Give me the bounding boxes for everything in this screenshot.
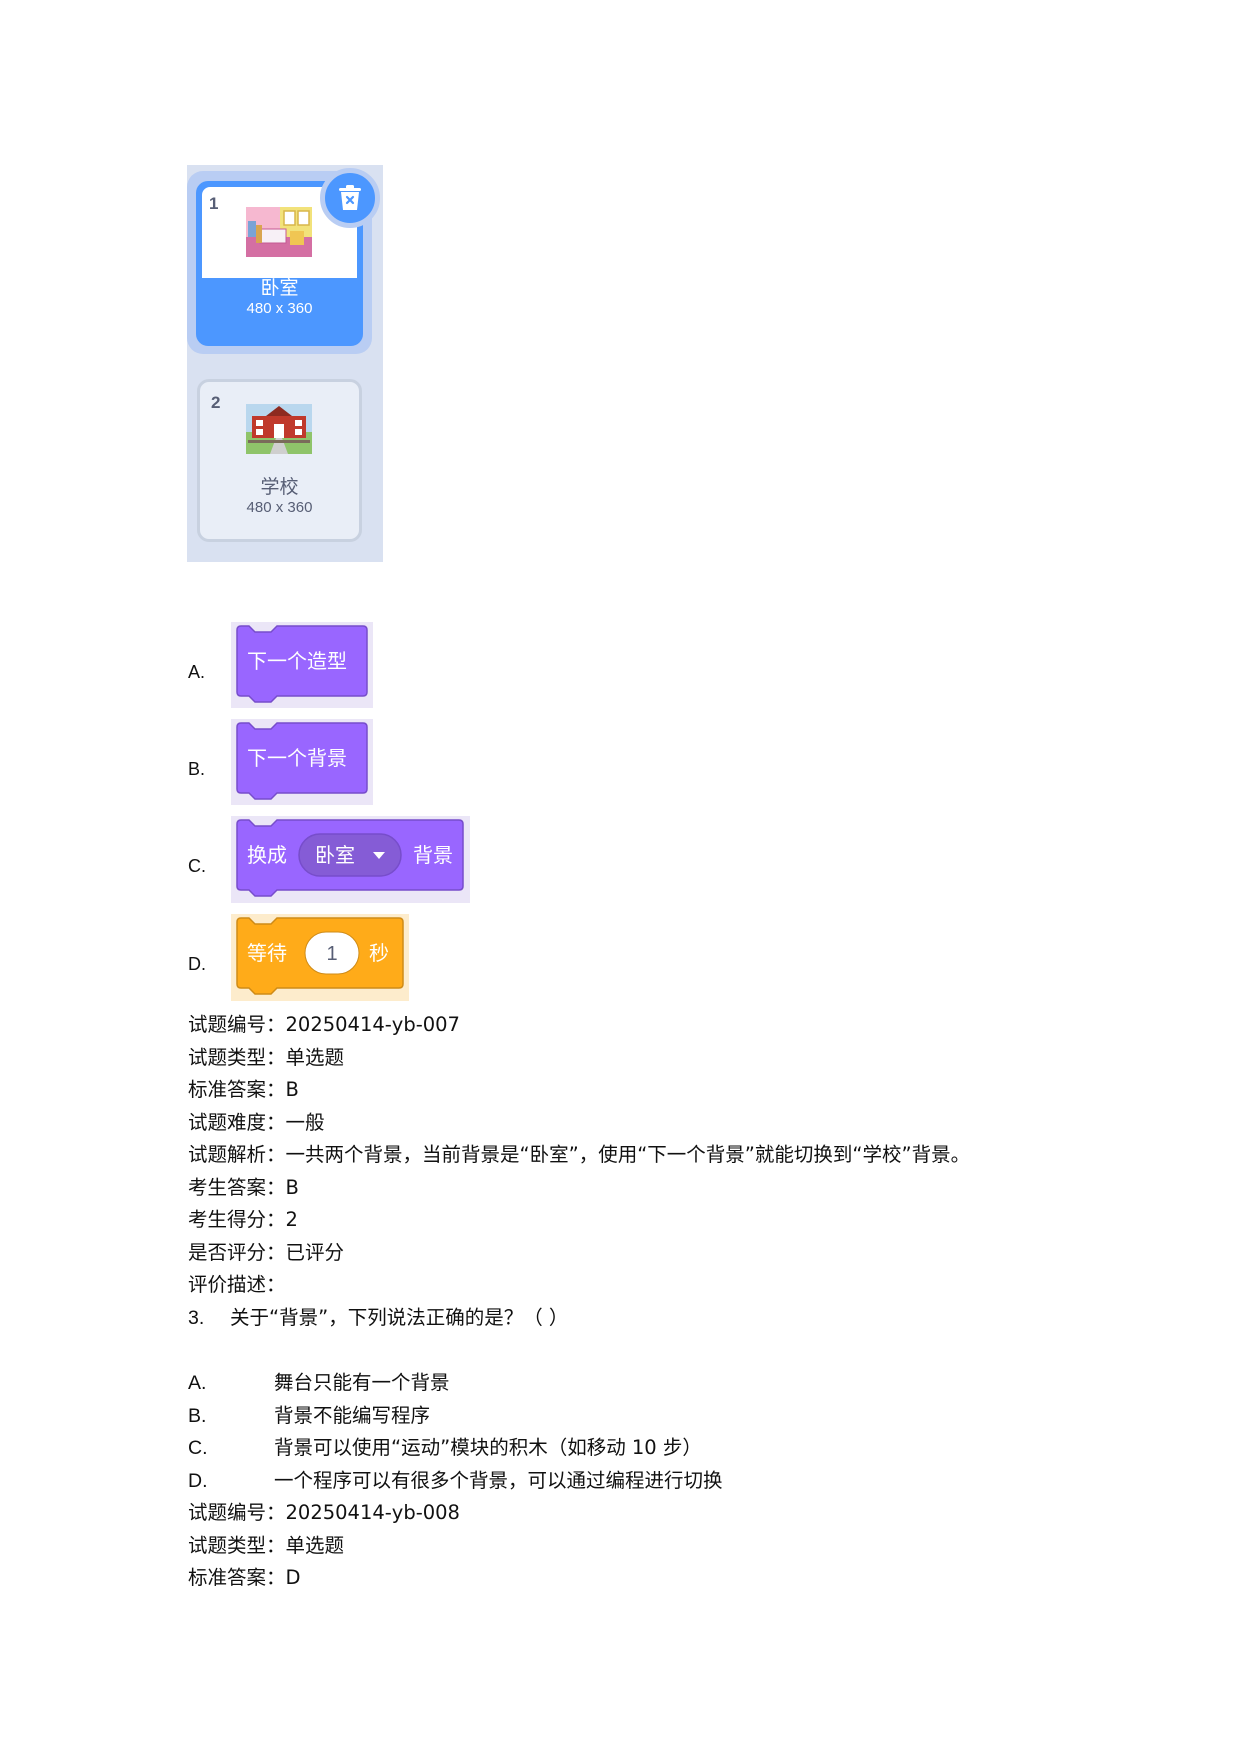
q2-meta-comment: 评价描述：: [188, 1273, 286, 1296]
option-a-letter: A.: [188, 662, 206, 682]
q2-meta-score: 考生得分：2: [188, 1208, 298, 1231]
option-letter: D.: [188, 1470, 208, 1492]
delete-backdrop-button[interactable]: [320, 168, 380, 228]
option-b-letter: B.: [188, 759, 206, 779]
q2-meta-analysis: 试题解析：一共两个背景，当前背景是“卧室”，使用“下一个背景”就能切换到“学校”…: [188, 1143, 971, 1166]
q3-text: 关于“背景”，下列说法正确的是？（ ）: [230, 1306, 569, 1329]
backdrop-name: 学校: [260, 476, 299, 498]
block-text: 下一个背景: [247, 746, 347, 770]
backdrop-name: 卧室: [260, 277, 299, 299]
block-prefix: 换成: [247, 843, 287, 867]
option-text: 背景可以使用“运动”模块的积木（如移动 10 步）: [274, 1436, 702, 1459]
q2-meta-graded: 是否评分：已评分: [188, 1241, 345, 1264]
option-d-letter: D.: [188, 954, 206, 974]
block-input-value: 1: [326, 943, 337, 965]
block-suffix: 秒: [369, 941, 389, 965]
backdrop-size: 480 x 360: [246, 300, 313, 317]
option-letter: C.: [188, 1437, 208, 1459]
q3-option-a: A. 舞台只能有一个背景: [188, 1371, 450, 1395]
trash-icon: [339, 185, 361, 210]
q3-option-d: D. 一个程序可以有很多个背景，可以通过编程进行切换: [188, 1469, 723, 1493]
q3-meta-answer: 标准答案：D: [188, 1566, 301, 1589]
q2-meta-id: 试题编号：20250414-yb-007: [188, 1013, 460, 1036]
q2-meta-answer: 标准答案：B: [188, 1078, 299, 1101]
option-a-block-image: 下一个造型: [231, 622, 373, 708]
q3-question: 3. 关于“背景”，下列说法正确的是？（ ）: [188, 1306, 568, 1330]
option-letter: A.: [188, 1372, 207, 1394]
option-text: 一个程序可以有很多个背景，可以通过编程进行切换: [274, 1469, 723, 1492]
option-letter: B.: [188, 1405, 207, 1427]
q2-meta-type: 试题类型：单选题: [188, 1046, 345, 1069]
backdrop-card-school[interactable]: 2 学校 480 x 360: [197, 379, 362, 542]
q2-meta-difficulty: 试题难度：一般: [188, 1111, 325, 1134]
q3-option-c: C. 背景可以使用“运动”模块的积木（如移动 10 步）: [188, 1436, 702, 1460]
backdrop-number: 2: [211, 393, 221, 412]
backdrop-size: 480 x 360: [246, 499, 313, 516]
option-c-letter: C.: [188, 856, 206, 876]
option-d-block-image: 等待 1 秒: [231, 914, 409, 1001]
dropdown-arrow-icon: [373, 852, 385, 859]
school-thumbnail-icon: [246, 404, 312, 454]
block-suffix: 背景: [413, 843, 453, 867]
q3-number: 3.: [188, 1307, 205, 1329]
block-prefix: 等待: [247, 941, 287, 965]
dropdown-value: 卧室: [315, 843, 355, 867]
block-text: 下一个造型: [247, 649, 347, 673]
backdrop-number: 1: [209, 194, 219, 213]
q3-meta-type: 试题类型：单选题: [188, 1534, 345, 1557]
option-c-block-image: 换成 卧室 背景: [231, 816, 470, 903]
q2-meta-student-answer: 考生答案：B: [188, 1176, 299, 1199]
q3-meta-id: 试题编号：20250414-yb-008: [188, 1501, 460, 1524]
option-b-block-image: 下一个背景: [231, 719, 373, 805]
option-text: 背景不能编写程序: [274, 1404, 431, 1427]
backdrop-dropdown: [298, 833, 402, 877]
q3-option-b: B. 背景不能编写程序: [188, 1404, 430, 1428]
bedroom-thumbnail-icon: [246, 207, 312, 257]
option-text: 舞台只能有一个背景: [274, 1371, 450, 1394]
